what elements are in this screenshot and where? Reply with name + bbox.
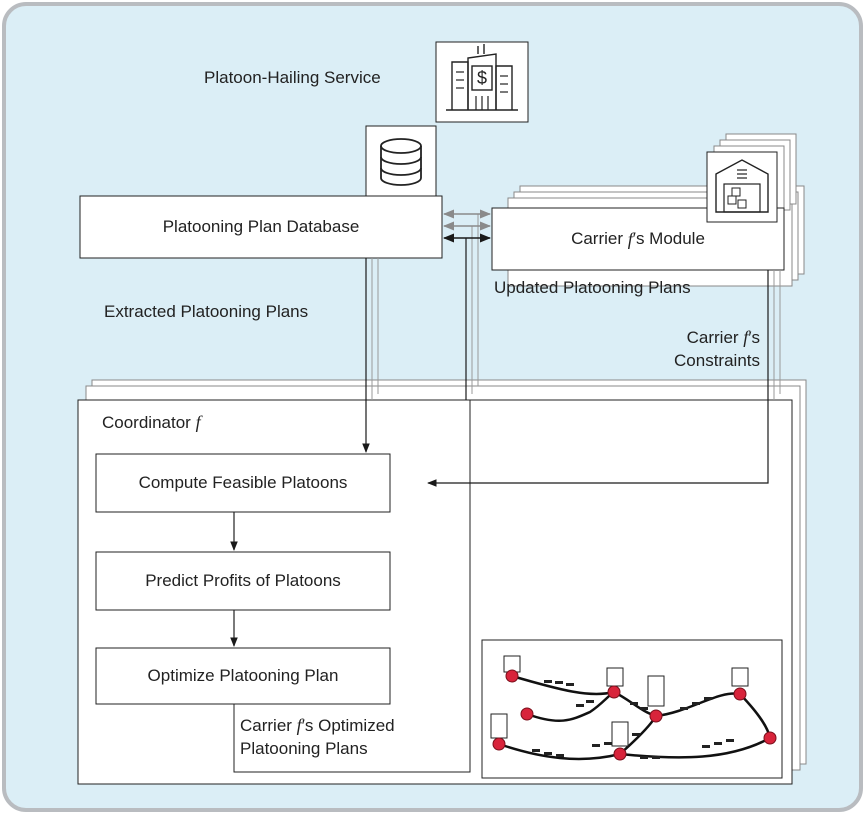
- carrier-module-label: Carrier f′s Module: [492, 208, 784, 270]
- optimized-output-label: Carrier f′s Optimized Platooning Plans: [240, 714, 395, 760]
- coordinator-title: Coordinator f: [102, 412, 201, 433]
- optimize-step-box: [95, 647, 391, 705]
- coordinator-title-italic: f: [195, 412, 201, 432]
- output-italic: f: [296, 715, 302, 735]
- constraints-italic: f: [743, 327, 749, 347]
- output-line2: Platooning Plans: [240, 739, 368, 758]
- office-building-dollar-icon: $: [435, 41, 529, 123]
- output-prefix: Carrier: [240, 716, 297, 735]
- svg-text:$: $: [477, 68, 487, 88]
- warehouse-icon: [706, 151, 778, 223]
- coordinator-title-prefix: Coordinator: [102, 413, 196, 432]
- carrier-module-suffix: ′s Module: [632, 229, 705, 248]
- output-suffix: ′s Optimized: [301, 716, 395, 735]
- carrier-module-prefix: Carrier: [571, 229, 628, 248]
- database-box: [79, 195, 443, 259]
- compute-step-label: Compute Feasible Platoons: [138, 473, 348, 492]
- compute-step-box: [95, 453, 391, 513]
- constraints-line2: Constraints: [674, 351, 760, 370]
- updated-plans-label: Updated Platooning Plans: [494, 278, 691, 297]
- predict-step-label: Predict Profits of Platoons: [145, 571, 341, 590]
- constraints-prefix: Carrier: [686, 328, 744, 347]
- database-icon: [365, 125, 437, 199]
- predict-step-box: [95, 551, 391, 611]
- extracted-plans-label: Extracted Platooning Plans: [104, 302, 309, 321]
- constraints-label: Carrier f′s Constraints: [640, 326, 760, 372]
- constraints-suffix: ′s: [748, 328, 760, 347]
- service-label: Platoon-Hailing Service: [204, 68, 381, 87]
- road-network-trucks-icon: [481, 639, 783, 779]
- carrier-module-italic: f: [627, 228, 633, 249]
- database-label: Platooning Plan Database: [162, 217, 360, 236]
- optimize-step-label: Optimize Platooning Plan: [147, 666, 339, 685]
